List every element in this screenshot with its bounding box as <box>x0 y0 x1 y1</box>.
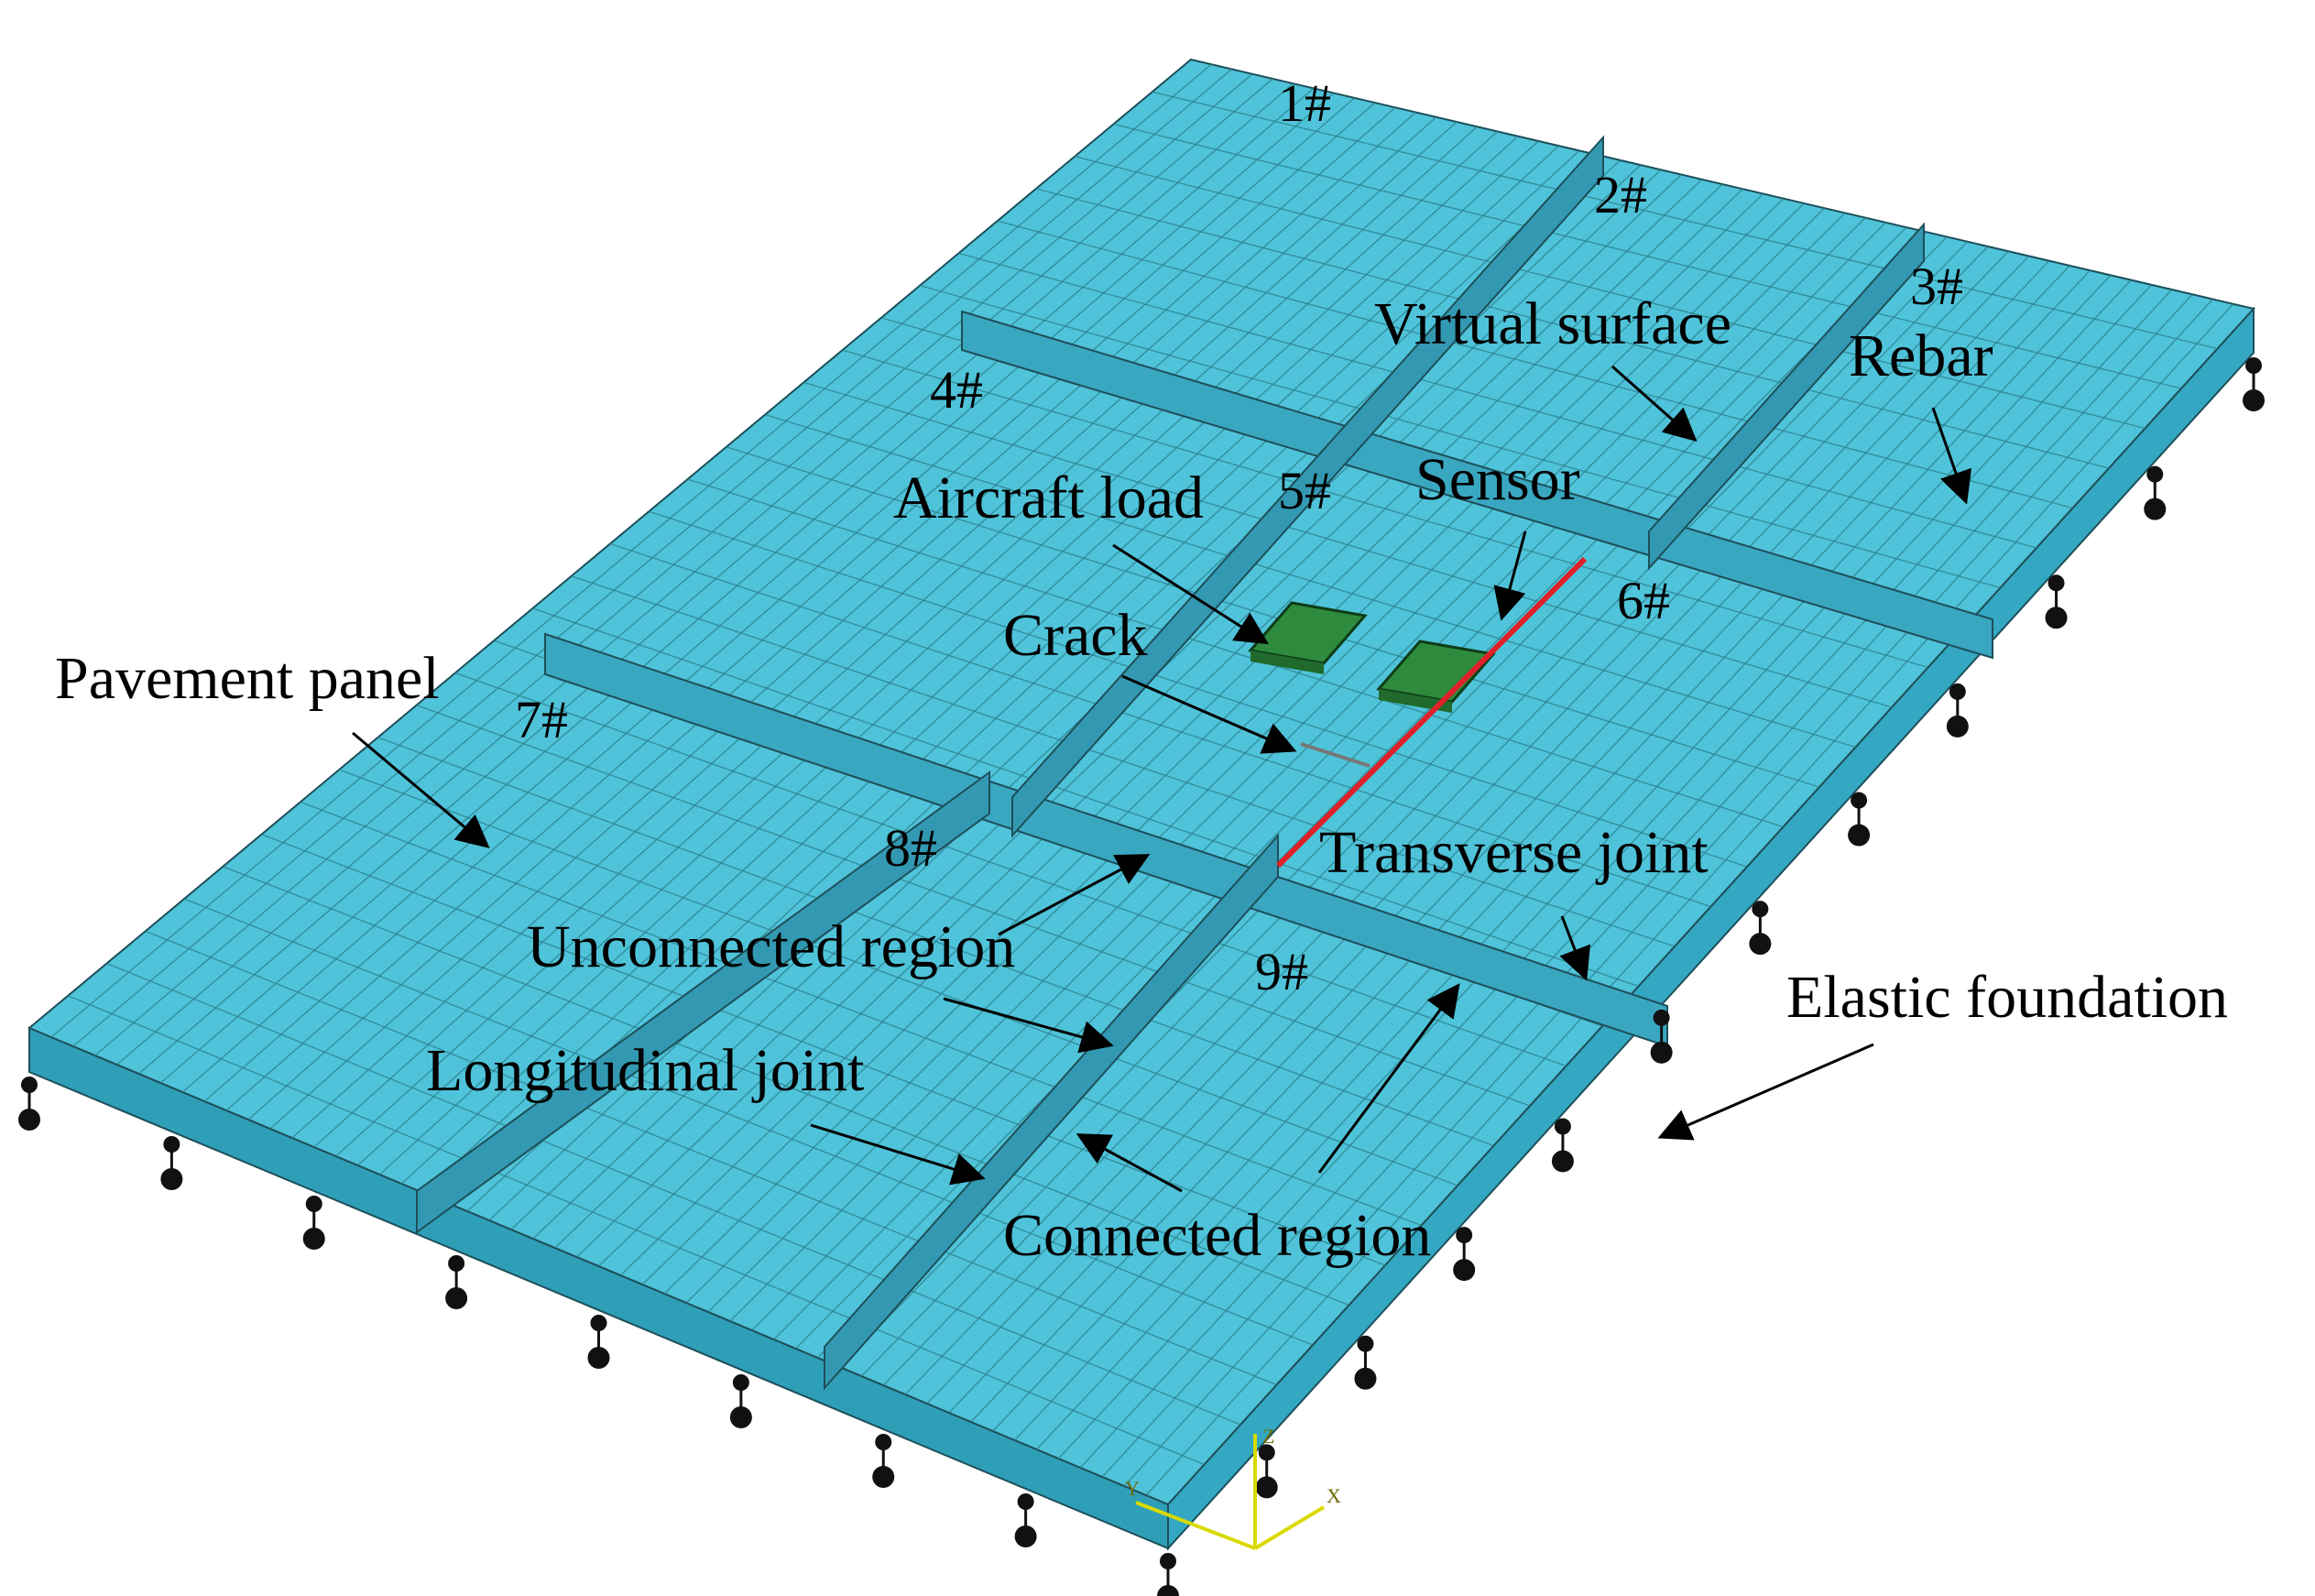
mesh-line <box>1075 156 2146 430</box>
mesh-line <box>183 898 1314 1346</box>
label-longitudinal-joint: Longitudinal joint <box>426 1037 864 1104</box>
mesh-line <box>687 478 1784 828</box>
support-spring <box>1354 1335 1377 1390</box>
triad-z-label: Z <box>1262 1425 1274 1448</box>
label-virtual-surface: Virtual surface <box>1374 290 1731 357</box>
support-spring <box>1650 1009 1673 1064</box>
support-spring <box>1551 1118 1574 1173</box>
mesh-line <box>609 542 1711 908</box>
panel-number-2: 2# <box>1594 165 1647 224</box>
support-spring <box>1848 792 1871 847</box>
support-spring <box>587 1315 610 1369</box>
support-spring <box>1453 1227 1476 1282</box>
coordinate-triad: Z X Y <box>1125 1425 1341 1550</box>
mesh-line <box>454 672 1567 1067</box>
mesh-line <box>726 446 1820 788</box>
mesh-line <box>338 769 1458 1186</box>
label-elastic-foundation: Elastic foundation <box>1786 964 2228 1031</box>
label-transverse-joint: Transverse joint <box>1319 819 1709 886</box>
support-spring <box>1255 1444 1278 1499</box>
mesh-line <box>958 252 2037 549</box>
elastic-supports <box>18 357 2265 1596</box>
mesh-line <box>1152 91 2218 350</box>
triad-y-label: Y <box>1125 1477 1140 1500</box>
support-spring <box>160 1136 183 1190</box>
mesh-grid <box>50 63 2234 1496</box>
support-spring <box>2144 465 2167 520</box>
mesh-line <box>1113 123 2182 389</box>
label-unconnected-region: Unconnected region <box>527 913 1015 980</box>
mesh-line <box>416 705 1531 1107</box>
support-spring <box>729 1374 752 1428</box>
support-spring <box>2243 357 2265 411</box>
label-sensor: Sensor <box>1415 446 1580 513</box>
triad-x-label: X <box>1327 1484 1341 1507</box>
support-spring <box>1946 683 1969 738</box>
support-spring <box>18 1077 40 1131</box>
crack-line <box>1275 556 1588 869</box>
mesh-line <box>532 607 1639 988</box>
label-rebar: Rebar <box>1849 322 1993 389</box>
support-spring <box>1157 1553 1179 1596</box>
support-spring <box>2045 574 2068 629</box>
label-crack: Crack <box>1003 602 1148 669</box>
mesh-line <box>764 413 1856 749</box>
label-aircraft-load: Aircraft load <box>893 465 1204 531</box>
support-spring <box>1749 901 1772 956</box>
mesh-line <box>67 995 1205 1466</box>
mesh-line <box>145 930 1277 1386</box>
mesh-line <box>842 349 1928 669</box>
mesh-line <box>649 510 1748 868</box>
support-spring <box>872 1434 895 1488</box>
mesh-line <box>919 284 2001 589</box>
label-pavement-panel: Pavement panel <box>55 645 440 712</box>
panel-number-6: 6# <box>1617 571 1670 630</box>
annotation-arrows <box>352 365 1972 1193</box>
support-spring <box>445 1255 468 1309</box>
mesh-line <box>300 801 1422 1227</box>
panel-number-8: 8# <box>884 818 937 878</box>
panel-number-9: 9# <box>1255 942 1308 1001</box>
panel-number-3: 3# <box>1910 257 1963 316</box>
mesh-line <box>223 866 1349 1306</box>
mesh-line <box>571 575 1676 947</box>
annotation-labels: Virtual surface Rebar Sensor Aircraft lo… <box>55 290 2228 1269</box>
mesh-line <box>997 220 2073 509</box>
support-spring <box>302 1196 325 1250</box>
panel-number-7: 7# <box>515 690 568 749</box>
panel-numbers: 1# 2# 3# 4# 5# 6# 7# 8# 9# <box>515 73 1963 1001</box>
mesh-line <box>261 833 1386 1266</box>
mesh-line <box>106 962 1241 1426</box>
panel-number-4: 4# <box>930 360 983 420</box>
mesh-line <box>803 381 1893 708</box>
label-connected-region: Connected region <box>1003 1202 1431 1269</box>
mesh-line <box>1035 188 2110 469</box>
panel-number-5: 5# <box>1278 461 1331 520</box>
mesh-line <box>377 737 1494 1147</box>
joint-walls <box>416 135 1993 1391</box>
support-spring <box>1014 1493 1037 1547</box>
panel-number-1: 1# <box>1278 73 1331 133</box>
